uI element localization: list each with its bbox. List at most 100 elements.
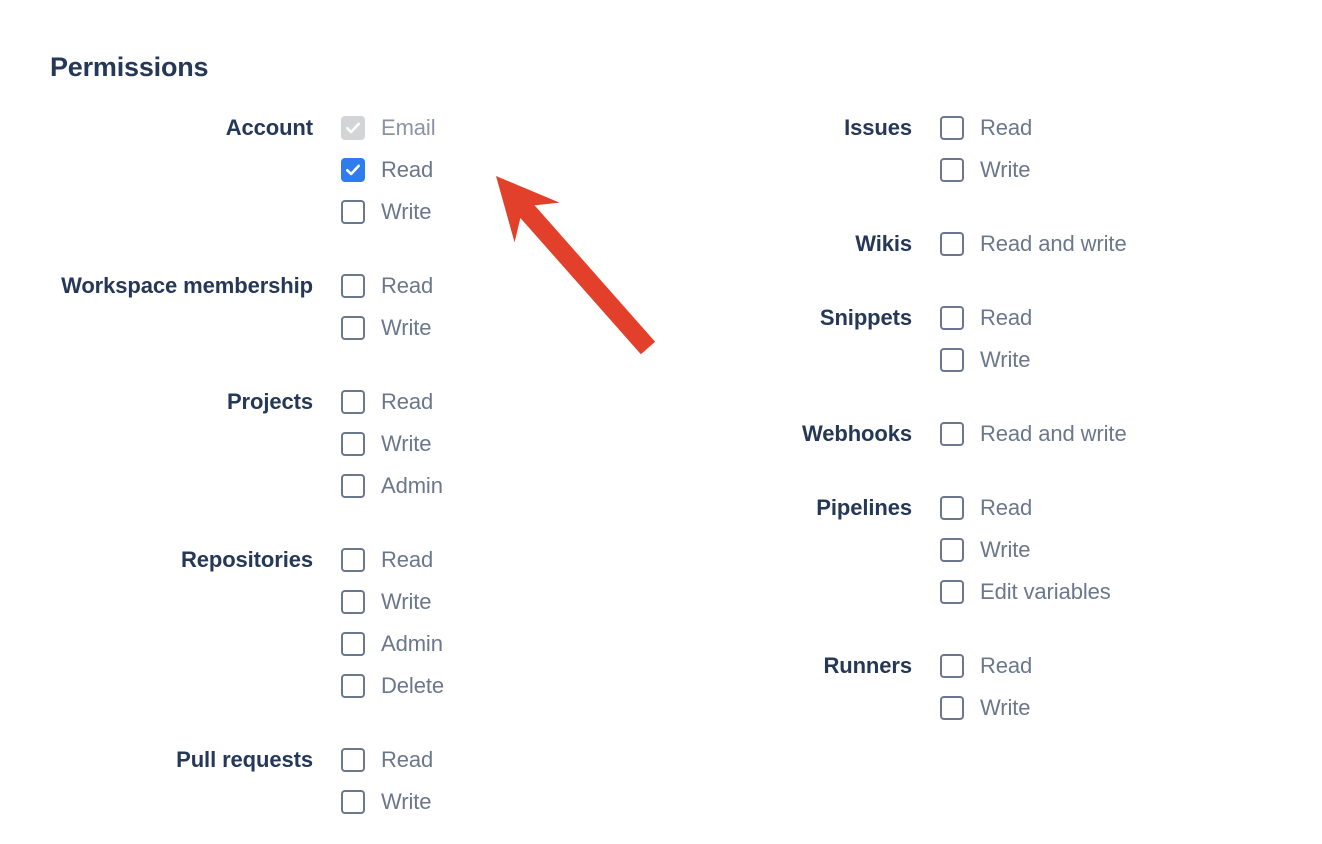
permission-option-label: Write <box>381 315 432 340</box>
permission-option-row[interactable]: Read <box>341 739 530 781</box>
permission-option-label: Read <box>381 157 434 182</box>
checkbox-read-and-write[interactable] <box>940 232 964 256</box>
permission-option-label: Write <box>980 537 1031 562</box>
permission-option-label: Read and write <box>980 421 1127 446</box>
permission-option-label: Read <box>381 389 434 414</box>
checkbox-edit-variables[interactable] <box>940 580 964 604</box>
checkbox-write[interactable] <box>341 590 365 614</box>
checkbox-write[interactable] <box>341 432 365 456</box>
permission-option-row[interactable]: Write <box>341 307 530 349</box>
permission-option-label: Admin <box>381 473 443 498</box>
checkbox-write[interactable] <box>940 696 964 720</box>
permission-option-label: Write <box>980 157 1031 182</box>
permission-option-label: Write <box>980 347 1031 372</box>
permission-option-label: Email <box>381 115 436 140</box>
permission-option-label: Admin <box>381 631 443 656</box>
checkbox-admin[interactable] <box>341 632 365 656</box>
permission-option-label: Read <box>381 747 434 772</box>
permission-option-row[interactable]: Read <box>341 149 530 191</box>
permission-option-label: Write <box>381 431 432 456</box>
permission-group-label: Wikis <box>855 231 912 256</box>
permission-option-row[interactable]: Read and write <box>940 413 1250 455</box>
checkbox-write[interactable] <box>341 790 365 814</box>
permission-group-label: Repositories <box>180 547 313 572</box>
permission-option-label: Read <box>980 305 1033 330</box>
permission-option-label: Read and write <box>980 231 1127 256</box>
permission-option-row[interactable]: Write <box>940 529 1250 571</box>
permission-option-label: Delete <box>381 673 444 698</box>
permission-option-label: Read <box>980 115 1033 140</box>
checkbox-email <box>341 116 365 140</box>
permission-option-label: Read <box>381 547 434 572</box>
permission-group-label: Account <box>225 115 313 140</box>
permission-option-row[interactable]: Write <box>940 149 1250 191</box>
checkbox-write[interactable] <box>341 316 365 340</box>
permission-option-row[interactable]: Write <box>341 423 530 465</box>
checkbox-delete[interactable] <box>341 674 365 698</box>
permission-option-row[interactable]: Email <box>341 107 530 149</box>
permission-group-label: Webhooks <box>801 421 912 446</box>
permission-option-row[interactable]: Write <box>341 581 530 623</box>
checkbox-write[interactable] <box>940 538 964 562</box>
permission-group-options: Read and write <box>940 413 1250 455</box>
checkbox-read[interactable] <box>341 548 365 572</box>
checkbox-read[interactable] <box>940 496 964 520</box>
permission-option-row[interactable]: Read <box>940 645 1250 687</box>
permission-option-row[interactable]: Delete <box>341 665 530 707</box>
permission-option-label: Edit variables <box>980 579 1111 604</box>
permission-option-row[interactable]: Edit variables <box>940 571 1250 613</box>
permission-option-row[interactable]: Read <box>940 107 1250 149</box>
permission-option-row[interactable]: Read <box>940 487 1250 529</box>
permission-group-label: Workspace membership <box>61 273 313 298</box>
permission-group-label: Projects <box>226 389 313 414</box>
permission-option-row[interactable]: Read <box>341 381 530 423</box>
checkbox-read[interactable] <box>341 274 365 298</box>
permission-option-label: Write <box>381 589 432 614</box>
checkbox-read-and-write[interactable] <box>940 422 964 446</box>
checkbox-read[interactable] <box>341 158 365 182</box>
checkbox-write[interactable] <box>341 200 365 224</box>
checkbox-read[interactable] <box>341 748 365 772</box>
checkbox-admin[interactable] <box>341 474 365 498</box>
checkbox-read[interactable] <box>940 306 964 330</box>
permission-option-row[interactable]: Admin <box>341 623 530 665</box>
checkbox-read[interactable] <box>940 116 964 140</box>
permission-group-label: Snippets <box>819 305 912 330</box>
permission-option-row[interactable]: Write <box>341 191 530 233</box>
permission-option-row[interactable]: Read <box>341 539 530 581</box>
permission-option-row[interactable]: Read <box>341 265 530 307</box>
checkbox-write[interactable] <box>940 348 964 372</box>
permission-option-row[interactable]: Read <box>940 297 1250 339</box>
permission-group-options: Read and write <box>940 223 1250 265</box>
checkbox-read[interactable] <box>940 654 964 678</box>
permission-group-label: Runners <box>823 653 912 678</box>
permission-option-row[interactable]: Write <box>940 687 1250 729</box>
checkbox-write[interactable] <box>940 158 964 182</box>
permission-option-label: Write <box>381 199 432 224</box>
permission-option-row[interactable]: Read and write <box>940 223 1250 265</box>
permission-option-label: Write <box>381 789 432 814</box>
permission-option-row[interactable]: Admin <box>341 465 530 507</box>
permission-option-row[interactable]: Write <box>940 339 1250 381</box>
permission-option-row[interactable]: Write <box>341 781 530 823</box>
checkbox-read[interactable] <box>341 390 365 414</box>
